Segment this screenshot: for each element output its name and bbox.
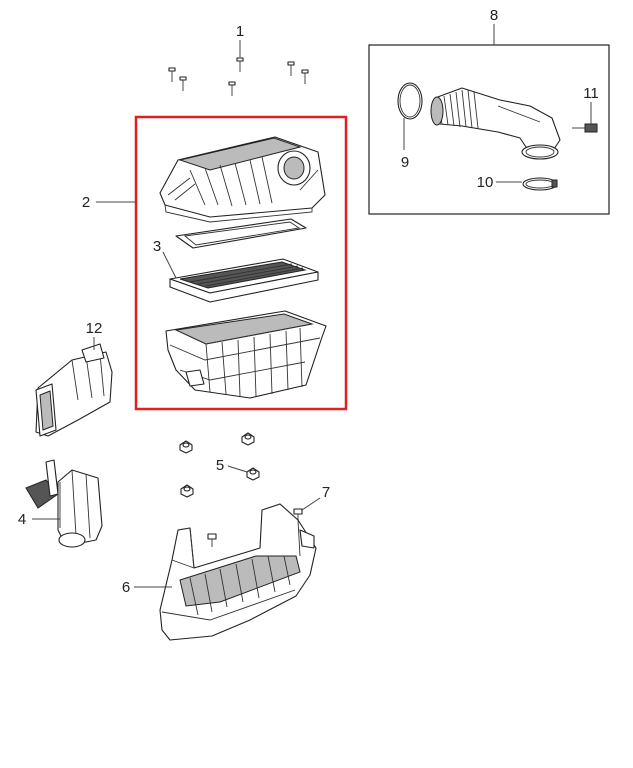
callout-5: 5 <box>216 457 224 474</box>
air-intake-hose[interactable] <box>430 87 561 160</box>
nut-group <box>179 432 260 498</box>
callout-7: 7 <box>322 484 330 501</box>
nut-icon[interactable] <box>180 484 194 498</box>
bolt-icon[interactable] <box>236 57 244 72</box>
air-cleaner-housing-lower[interactable] <box>165 310 327 399</box>
callout-3: 3 <box>153 238 161 255</box>
callout-4: 4 <box>18 511 26 528</box>
leader-lines <box>32 24 592 588</box>
air-intake-duct[interactable] <box>35 343 113 437</box>
callout-6: 6 <box>122 579 130 596</box>
callout-labels: 1 2 3 4 5 6 7 8 9 10 11 12 <box>18 7 599 596</box>
bolt-icon[interactable] <box>179 76 187 91</box>
assembly-highlight-frame <box>134 115 348 411</box>
callout-1: 1 <box>236 23 244 40</box>
air-cleaner-gasket[interactable] <box>175 218 307 249</box>
callout-12: 12 <box>86 320 103 337</box>
callout-8: 8 <box>490 7 498 24</box>
o-ring[interactable] <box>397 82 423 120</box>
inset-frame <box>368 44 610 215</box>
bolt-icon[interactable] <box>287 61 295 76</box>
callout-11: 11 <box>583 85 599 102</box>
nut-icon[interactable] <box>241 432 255 446</box>
air-cleaner-tray[interactable] <box>159 503 317 641</box>
bolt-icon[interactable] <box>228 81 236 96</box>
bolt-icon[interactable] <box>168 67 176 82</box>
bolt-icon[interactable] <box>301 69 309 84</box>
callout-2: 2 <box>82 194 90 211</box>
bolt-icon[interactable] <box>207 533 217 547</box>
callout-10: 10 <box>477 174 494 191</box>
nut-icon[interactable] <box>246 467 260 481</box>
air-filter-element[interactable] <box>169 258 319 303</box>
callout-9: 9 <box>401 154 409 171</box>
nut-icon[interactable] <box>179 440 193 454</box>
bolt-group <box>168 57 309 96</box>
sensor-icon[interactable] <box>572 123 598 133</box>
air-cleaner-cover[interactable] <box>159 136 326 223</box>
air-inlet-bracket[interactable] <box>25 459 103 548</box>
clamp-icon[interactable] <box>522 177 558 191</box>
